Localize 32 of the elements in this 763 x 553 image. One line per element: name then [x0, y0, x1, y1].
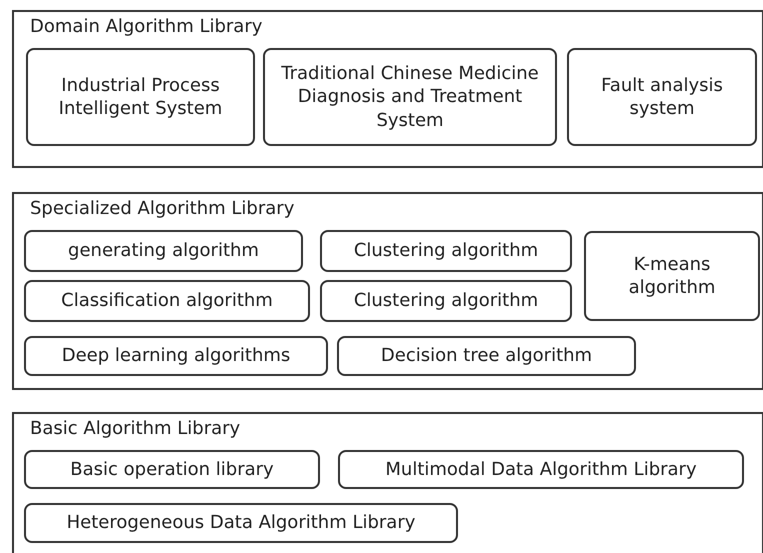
module-label: Clustering algorithm [352, 239, 540, 263]
module-box [338, 450, 744, 489]
module-box [26, 48, 255, 146]
module-label: Deep learning algorithms [60, 344, 292, 368]
module-label: Multimodal Data Algorithm Library [384, 458, 698, 482]
module-box [263, 48, 557, 146]
module-label: Clustering algorithm [352, 289, 540, 313]
module-box [320, 230, 572, 272]
module-box [24, 503, 458, 543]
module-label: Heterogeneous Data Algorithm Library [66, 511, 416, 535]
module-box [24, 336, 328, 376]
module-box [24, 450, 320, 489]
library-panel [12, 192, 763, 390]
module-label: generating algorithm [67, 239, 260, 263]
module-box [320, 280, 572, 322]
module-label: K-means algorithm [628, 252, 716, 300]
module-box [24, 230, 303, 272]
panel-heading: Domain Algorithm Library [30, 16, 262, 37]
module-box [567, 48, 757, 146]
module-label: Decision tree algorithm [380, 344, 594, 368]
module-label: Classification algorithm [60, 289, 274, 313]
panel-heading: Specialized Algorithm Library [30, 198, 294, 219]
module-label: Industrial Process Intelligent System [58, 74, 224, 120]
module-label: Basic operation library [69, 458, 275, 482]
library-panel [12, 412, 763, 553]
module-box [584, 231, 760, 321]
panel-heading: Basic Algorithm Library [30, 418, 240, 439]
module-label: Fault analysis system [600, 74, 724, 120]
module-box [24, 280, 310, 322]
library-panel [12, 10, 763, 168]
module-label: Traditional Chinese Medicine Diagnosis and Treatment System [280, 62, 540, 132]
module-box [337, 336, 636, 376]
